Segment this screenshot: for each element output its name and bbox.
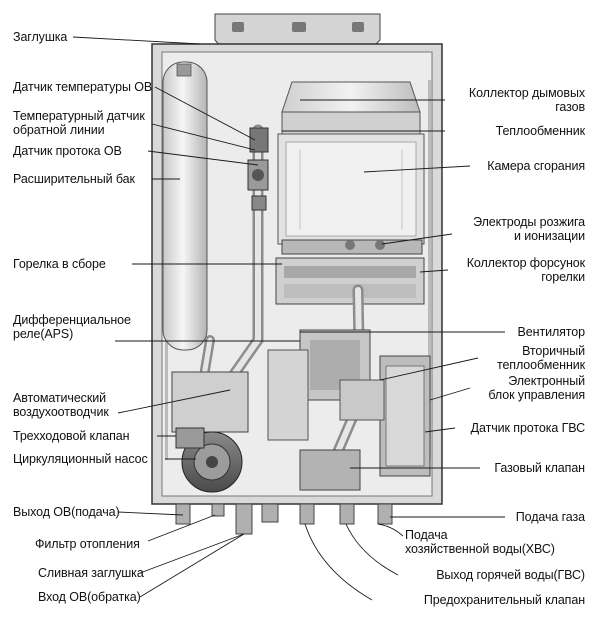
- burner-shape: [275, 239, 425, 305]
- label-circulation-pump: Циркуляционный насос: [13, 452, 148, 466]
- label-cold-water-supply: Подача хозяйственной воды(ХВС): [405, 528, 555, 556]
- label-temp-sensor-ov: Датчик температуры ОВ: [13, 80, 153, 94]
- label-ignition-electrodes: Электроды розжига и ионизации: [473, 215, 585, 243]
- lower-components: [267, 329, 431, 491]
- label-gas-supply: Подача газа: [515, 510, 585, 524]
- bottom-outlets: [175, 503, 393, 535]
- expansion-tank-shape: [162, 61, 208, 351]
- label-three-way-valve: Трехходовой клапан: [13, 429, 130, 443]
- label-hot-water-outlet: Выход горячей воды(ГВС): [436, 568, 585, 582]
- label-zaglushka: Заглушка: [13, 30, 68, 44]
- leader-lines: [72, 36, 505, 601]
- label-drain-plug: Сливная заглушка: [38, 566, 144, 580]
- label-heat-exchanger: Теплообменник: [495, 124, 585, 138]
- label-combustion-chamber: Камера сгорания: [487, 159, 585, 173]
- label-fan: Вентилятор: [517, 325, 586, 339]
- label-flue-collector: Коллектор дымовых газов: [468, 86, 585, 114]
- label-safety-valve: Предохранительный клапан: [423, 593, 585, 607]
- pump-assembly: [171, 371, 249, 493]
- label-auto-air-vent: Автоматический воздухоотводчик: [13, 391, 109, 419]
- sensor-parts: [247, 127, 269, 211]
- mounting-bracket: [214, 13, 381, 49]
- label-dhw-flow-sensor: Датчик протока ГВС: [470, 421, 585, 435]
- label-flow-sensor-ov: Датчик протока ОВ: [13, 144, 122, 158]
- label-heating-filter: Фильтр отопления: [35, 537, 140, 551]
- label-gas-valve: Газовый клапан: [494, 461, 585, 475]
- label-heating-outlet: Выход ОВ(подача): [13, 505, 120, 519]
- label-heating-return: Вход ОВ(обратка): [38, 590, 141, 604]
- label-aps-relay: Дифференциальное реле(APS): [13, 313, 131, 341]
- label-burner-assembly: Горелка в сборе: [13, 257, 106, 271]
- flue-and-exchanger: [277, 81, 425, 245]
- label-control-unit: Электронный блок управления: [488, 374, 585, 402]
- label-secondary-exchanger: Вторичный теплообменник: [496, 344, 585, 372]
- label-nozzle-manifold: Коллектор форсунок горелки: [466, 256, 585, 284]
- label-return-temp-sensor: Температурный датчик обратной линии: [13, 109, 145, 137]
- label-expansion-tank: Расширительный бак: [13, 172, 135, 186]
